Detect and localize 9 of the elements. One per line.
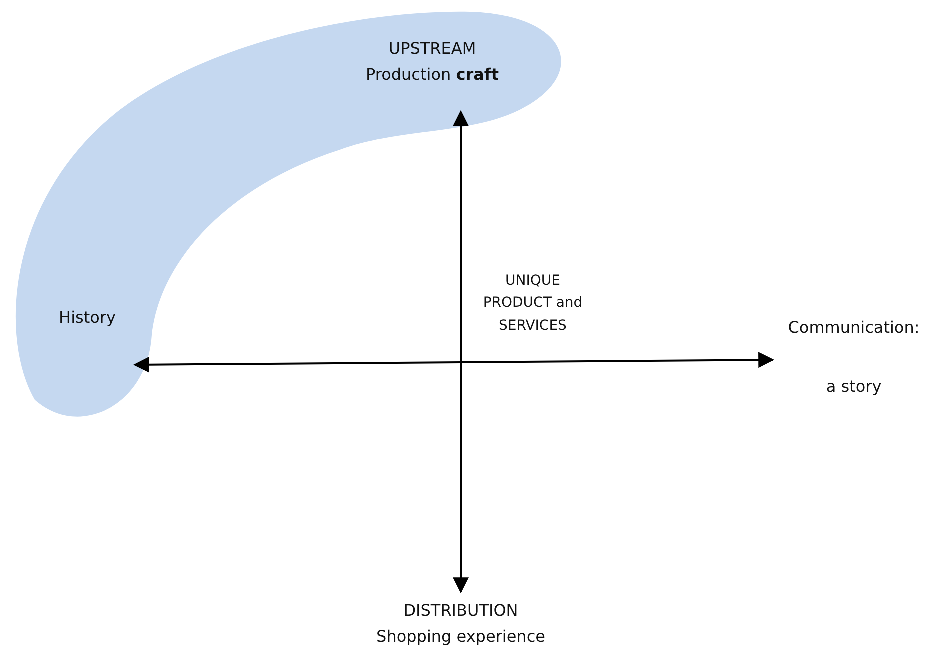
axis-label: Communication: [788,317,920,339]
axis-label: a story [826,376,882,398]
axis-label: History [59,307,116,329]
heading-text: UPSTREAM [388,38,476,60]
heading-text: DISTRIBUTION [404,600,518,622]
axis-arrow [453,110,469,594]
subheading-text: Shopping experience [376,626,546,648]
subheading-text: Production craft [366,64,499,86]
axis-arrow [133,352,775,373]
